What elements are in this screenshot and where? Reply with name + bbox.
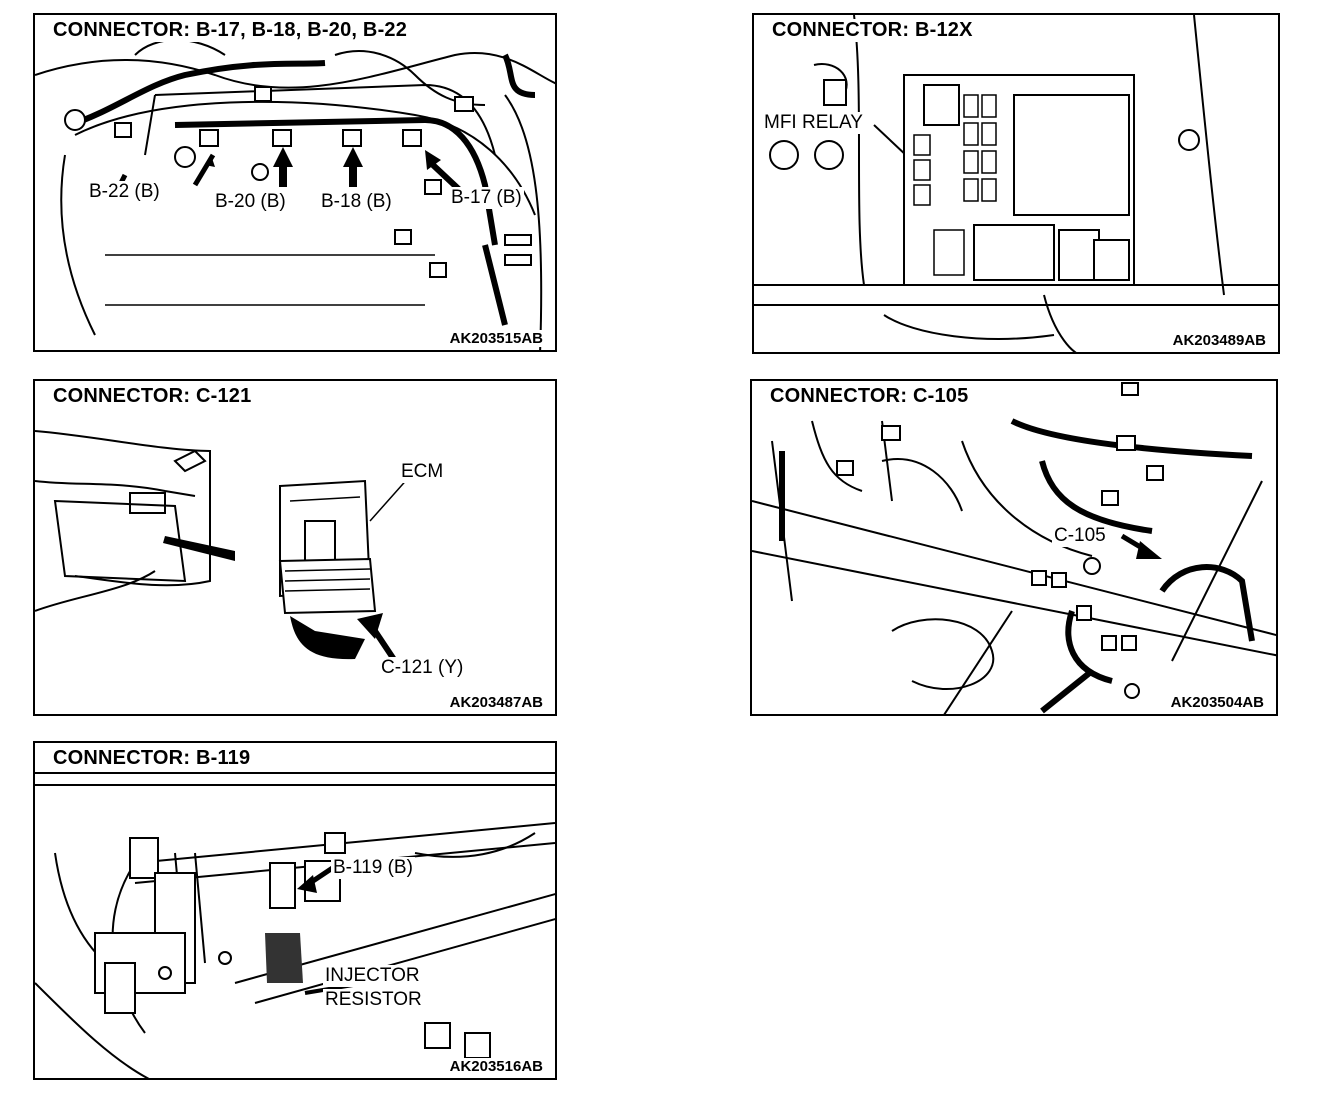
figure-code: AK203487AB [447, 694, 545, 711]
panel-title: CONNECTOR: C-105 [768, 385, 971, 408]
panel-title: CONNECTOR: B-17, B-18, B-20, B-22 [51, 19, 410, 42]
engine-bay-illustration [35, 39, 555, 350]
label-mfi-relay: MFI RELAY [762, 112, 865, 134]
label-resistor: RESISTOR [323, 989, 424, 1011]
figure-code: AK203515AB [447, 330, 545, 347]
panel-title: CONNECTOR: B-12X [770, 19, 975, 42]
figure-code: AK203516AB [447, 1058, 545, 1075]
label-b18: B-18 (B) [319, 191, 394, 213]
label-injector: INJECTOR [323, 965, 422, 987]
label-b119: B-119 (B) [331, 857, 415, 879]
injector-resistor-illustration [35, 772, 555, 1078]
panel-title: CONNECTOR: B-119 [51, 747, 253, 770]
label-b22: B-22 (B) [87, 181, 162, 203]
label-b20: B-20 (B) [213, 191, 288, 213]
label-b17: B-17 (B) [449, 187, 524, 209]
panel-connector-b119: CONNECTOR: B-119 B-119 (B) INJECTOR RESI… [33, 741, 557, 1080]
panel-connector-c105: CONNECTOR: C-105 C-105 AK203504AB [750, 379, 1278, 716]
figure-code: AK203504AB [1168, 694, 1266, 711]
figure-code: AK203489AB [1170, 332, 1268, 349]
panel-connector-c121: CONNECTOR: C-121 ECM C-121 (Y) AK203487A… [33, 379, 557, 716]
label-c121: C-121 (Y) [379, 657, 466, 679]
panel-title: CONNECTOR: C-121 [51, 385, 254, 408]
panel-connector-b12x: CONNECTOR: B-12X MFI RELAY AK203489AB [752, 13, 1280, 354]
panel-connector-b17-b18-b20-b22: CONNECTOR: B-17, B-18, B-20, B-22 B-22 (… [33, 13, 557, 352]
harness-illustration [752, 382, 1276, 714]
label-ecm: ECM [399, 461, 446, 483]
label-c105: C-105 [1052, 525, 1108, 547]
relay-box-illustration [754, 15, 1278, 352]
ecm-illustration [35, 430, 411, 663]
